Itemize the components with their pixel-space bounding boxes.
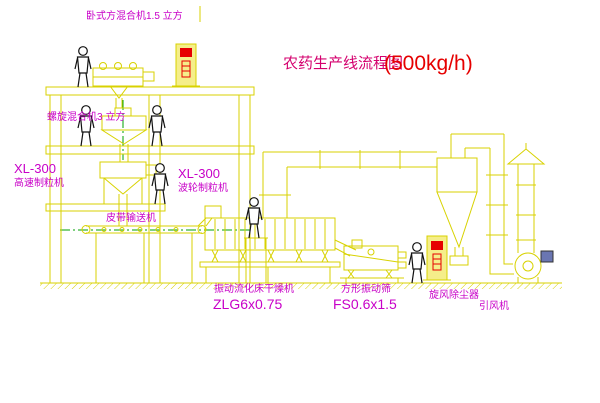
granulator-left-model-label: XL-300 <box>14 161 56 176</box>
building-column <box>49 94 62 284</box>
cabinet-display <box>180 48 192 57</box>
fluid-bed-dryer <box>199 205 357 283</box>
exhaust-stack <box>506 143 546 253</box>
horizontal-mixer <box>92 62 155 108</box>
fan-name-label: 引风机 <box>479 299 509 312</box>
dryer-model-label: ZLG6x0.75 <box>213 296 282 312</box>
plant-structure <box>40 86 562 289</box>
granulator-right-name-label: 波轮制粒机 <box>178 181 228 194</box>
cyclone-name-label: 旋风除尘器 <box>429 288 479 301</box>
draft-fan <box>514 250 554 283</box>
control-cabinet-top <box>172 43 200 87</box>
dryer-name-label: 振动流化床干燥机 <box>214 282 294 295</box>
floor-slab <box>45 203 166 212</box>
square-sieve <box>340 239 407 283</box>
screw-mixer-label: 螺旋混合机3 立方 <box>47 110 125 123</box>
exhaust-duct <box>259 150 437 218</box>
granulator-left-name-label: 高速制粒机 <box>14 176 64 189</box>
belt-conveyor <box>81 217 213 283</box>
centerlines <box>60 100 250 231</box>
cabinet-display <box>431 241 443 250</box>
granulator-right-model-label: XL-300 <box>178 166 220 181</box>
screw-mixer <box>100 107 148 162</box>
capacity-label: (500kg/h) <box>384 52 473 75</box>
sieve-model-label: FS0.6x1.5 <box>333 296 397 312</box>
sieve-name-label: 方形振动筛 <box>341 282 391 295</box>
service-platform <box>244 237 268 283</box>
outlet-pipe <box>450 133 514 275</box>
control-cabinet-right <box>423 235 451 281</box>
building-column <box>238 94 251 284</box>
fan-motor <box>540 250 554 263</box>
cyclone-separator <box>436 157 478 266</box>
floor-slab <box>45 86 255 96</box>
floor-slab <box>45 145 255 155</box>
person-figure <box>408 242 426 284</box>
person-figure <box>74 46 92 88</box>
ground-hatch <box>40 283 562 289</box>
page-title: 农药生产线流程图 <box>283 55 403 72</box>
person-figure <box>148 105 166 147</box>
belt-conveyor-label: 皮带输送机 <box>106 211 156 224</box>
top-mixer-label: 卧式方混合机1.5 立方 <box>86 9 183 22</box>
granulator <box>99 161 157 226</box>
